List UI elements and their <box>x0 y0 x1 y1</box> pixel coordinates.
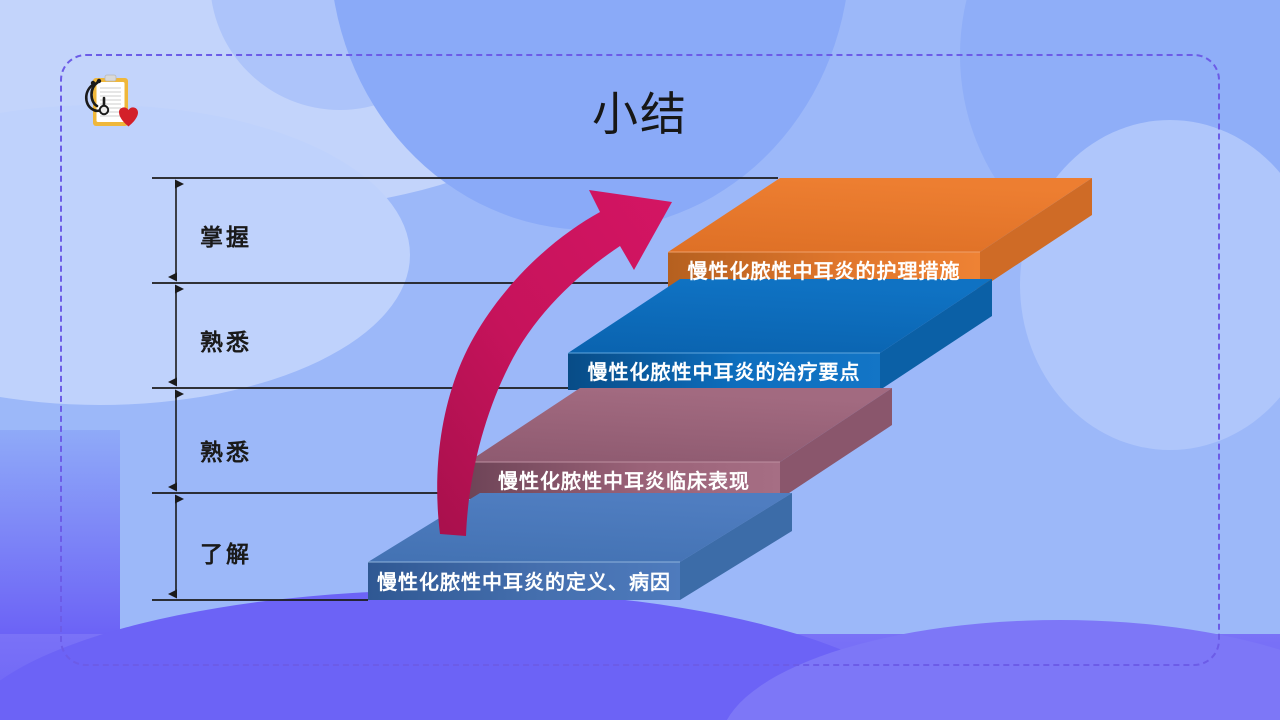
stair-step-1-text: 慢性化脓性中耳炎的定义、病因 <box>377 571 671 594</box>
level-label-0: 掌握 <box>200 225 252 250</box>
stair-step-2-text: 慢性化脓性中耳炎临床表现 <box>498 471 750 493</box>
stair-step-label-4: 慢性化脓性中耳炎的护理措施 <box>668 252 980 289</box>
level-label-3: 了解 <box>200 542 252 567</box>
stair-step-label-1: 慢性化脓性中耳炎的定义、病因 <box>368 562 680 600</box>
level-label-2: 熟悉 <box>200 440 252 465</box>
growth-arrow <box>437 190 672 536</box>
stair-step-2[interactable] <box>468 388 892 499</box>
stair-step-3-text: 慢性化脓性中耳炎的治疗要点 <box>587 362 861 384</box>
stair-step-4-text: 慢性化脓性中耳炎的护理措施 <box>687 261 961 283</box>
stair-step-3[interactable] <box>568 279 992 390</box>
medical-clipboard-stethoscope-heart-icon <box>72 72 146 142</box>
stair-step-label-3: 慢性化脓性中耳炎的治疗要点 <box>568 353 880 390</box>
level-label-1: 熟悉 <box>200 330 252 355</box>
stair-step-label-2: 慢性化脓性中耳炎临床表现 <box>468 462 780 499</box>
stair-step-1[interactable] <box>368 493 792 600</box>
dashed-frame-border <box>60 54 1220 666</box>
page-title: 小结 <box>592 89 688 140</box>
